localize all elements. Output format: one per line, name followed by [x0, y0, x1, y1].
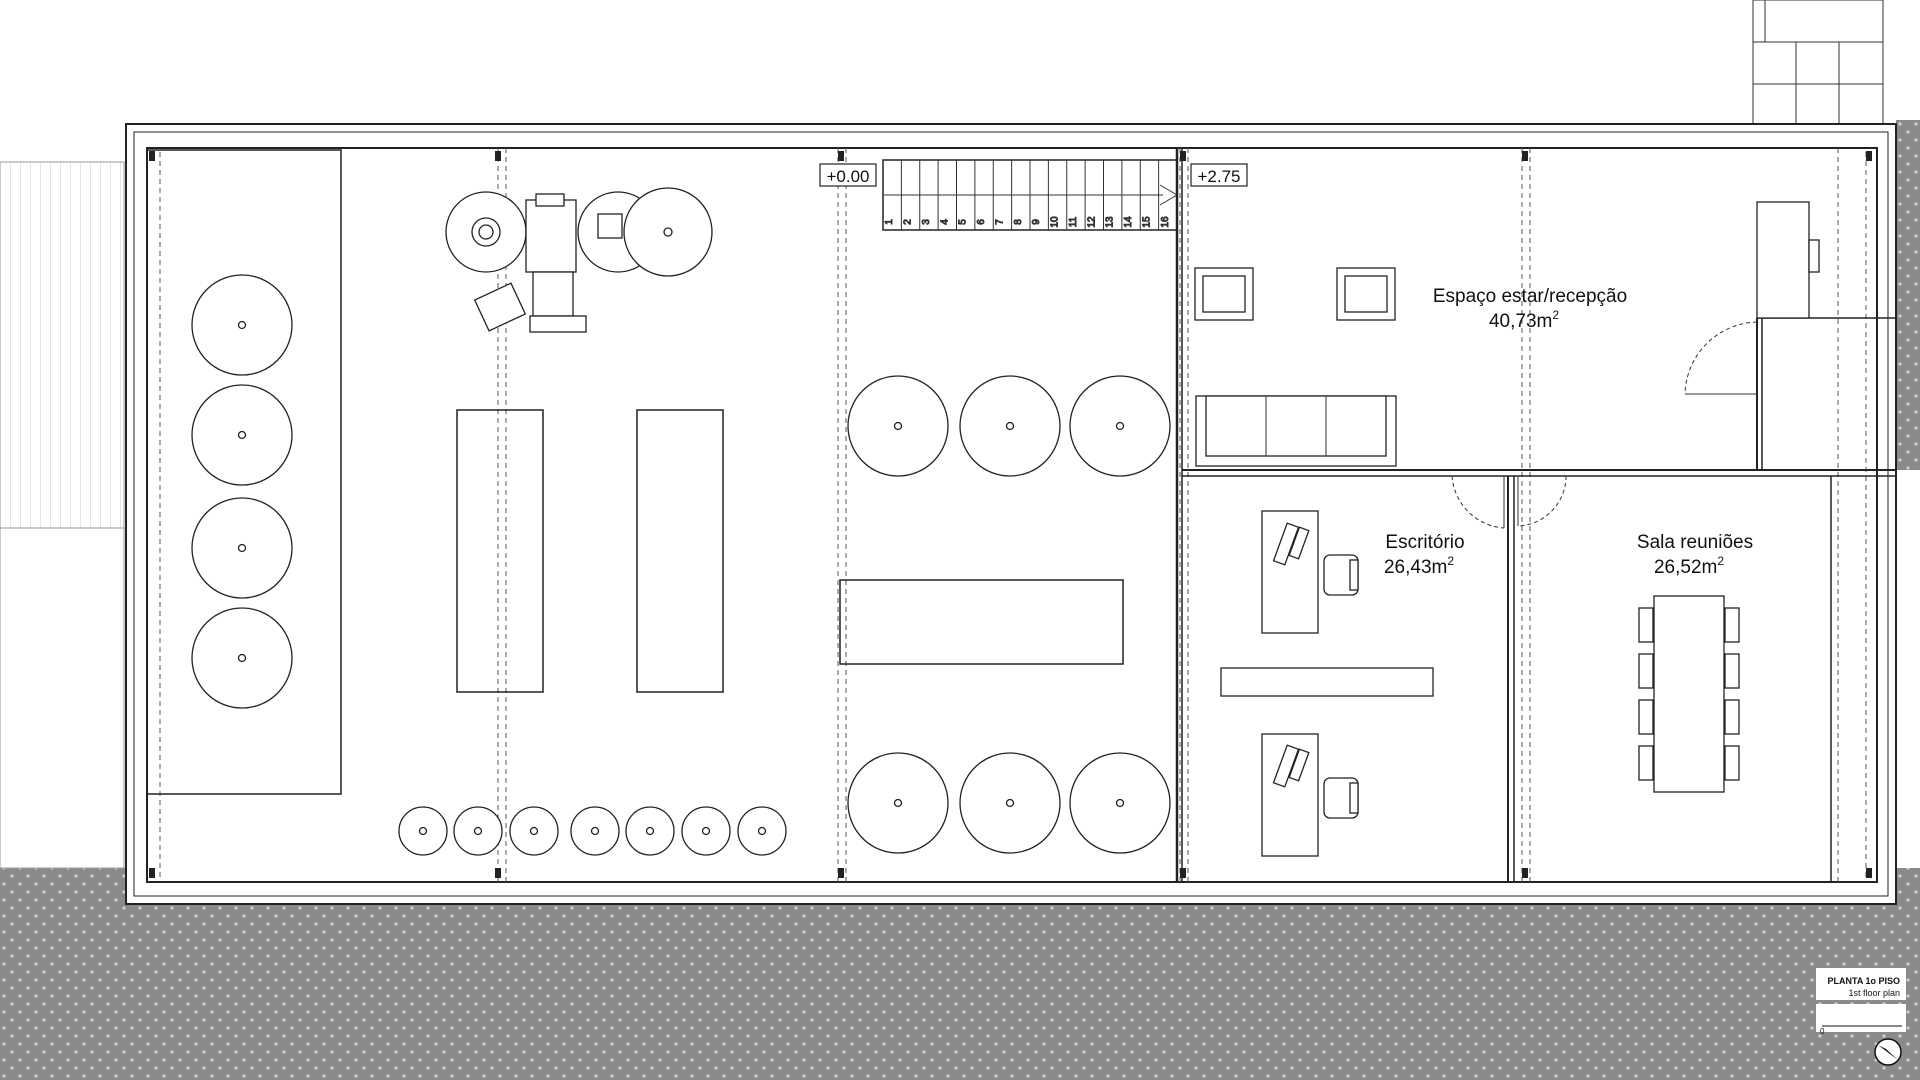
tank-outlet	[529, 826, 539, 836]
tank-outlet	[1115, 421, 1125, 431]
plan-subtitle: 1st floor plan	[1848, 988, 1900, 998]
level-marker-upper: +2.75	[1190, 163, 1248, 187]
stair-step-number: 15	[1141, 216, 1152, 228]
meeting-furniture	[1638, 595, 1740, 793]
room-area: 26,43m	[1384, 557, 1447, 578]
reception-furniture	[1194, 201, 1820, 467]
bottling-machine	[445, 187, 713, 333]
level-marker-ground: +0.00	[819, 163, 877, 187]
tank-outlet	[893, 421, 903, 431]
stair-step-number: 4	[939, 219, 950, 225]
stair-step-number: 14	[1123, 216, 1134, 228]
svg-text:26,52m2: 26,52m2	[1654, 554, 1724, 578]
tank-outlet	[237, 320, 247, 330]
stair-step-number: 6	[976, 219, 987, 225]
tank-outlet	[893, 798, 903, 808]
room-area: 26,52m	[1654, 557, 1717, 578]
room-label-office: Escritório 26,43m2	[1384, 532, 1465, 578]
partition-walls	[1175, 148, 1896, 882]
room-label-meeting: Sala reuniões 26,52m2	[1637, 532, 1753, 578]
tank-outlet	[701, 826, 711, 836]
level-label: +0.00	[826, 167, 869, 186]
area-exponent: 2	[1552, 308, 1559, 322]
work-table	[636, 409, 724, 693]
tank-outlet	[473, 826, 483, 836]
stair-step-number: 2	[903, 219, 914, 225]
stair-step-number: 11	[1068, 216, 1079, 227]
work-table	[839, 579, 1124, 665]
tank-outlet	[645, 826, 655, 836]
paving-grid	[1752, 0, 1884, 125]
stair-step-number: 9	[1031, 219, 1042, 225]
tank-outlet	[237, 653, 247, 663]
column-markers	[149, 151, 1872, 878]
tank-outlet	[1005, 421, 1015, 431]
plan-title: PLANTA 1o PISO	[1827, 976, 1900, 986]
level-label: +2.75	[1197, 167, 1240, 186]
stair-step-number: 5	[958, 219, 969, 225]
stair-step-number: 16	[1160, 216, 1171, 228]
stair-step-number: 1	[884, 219, 895, 225]
tank-outlet	[237, 430, 247, 440]
office-furniture	[1220, 510, 1434, 857]
tank-outlet	[1115, 798, 1125, 808]
tank-platform	[146, 149, 342, 795]
svg-text:40,73m2: 40,73m2	[1489, 308, 1559, 332]
stair-step-number: 12	[1086, 216, 1097, 228]
tank-outlet	[590, 826, 600, 836]
work-table	[456, 409, 544, 693]
exterior-deck	[0, 161, 125, 869]
doors	[1451, 321, 1758, 529]
stair-step-number: 7	[994, 219, 1005, 225]
tank-outlet	[757, 826, 767, 836]
scale-start: 0	[1820, 1027, 1825, 1036]
wine-tanks	[191, 274, 1171, 856]
stair-step-number: 13	[1105, 216, 1116, 228]
room-name: Sala reuniões	[1637, 532, 1753, 553]
stair-step-number: 10	[1050, 216, 1061, 228]
room-label-living: Espaço estar/recepção 40,73m2	[1433, 286, 1627, 332]
room-name: Escritório	[1385, 532, 1464, 553]
tank-outlet	[418, 826, 428, 836]
stair-step-number: 3	[921, 219, 932, 225]
stair-step-number: 8	[1013, 219, 1024, 225]
svg-text:26,43m2: 26,43m2	[1384, 554, 1454, 578]
area-exponent: 2	[1717, 554, 1724, 568]
tank-outlet	[1005, 798, 1015, 808]
area-exponent: 2	[1447, 554, 1454, 568]
room-area: 40,73m	[1489, 311, 1552, 332]
tank-outlet	[237, 543, 247, 553]
room-name: Espaço estar/recepção	[1433, 286, 1627, 307]
title-block: PLANTA 1o PISO 1st floor plan 0	[1816, 968, 1906, 1066]
